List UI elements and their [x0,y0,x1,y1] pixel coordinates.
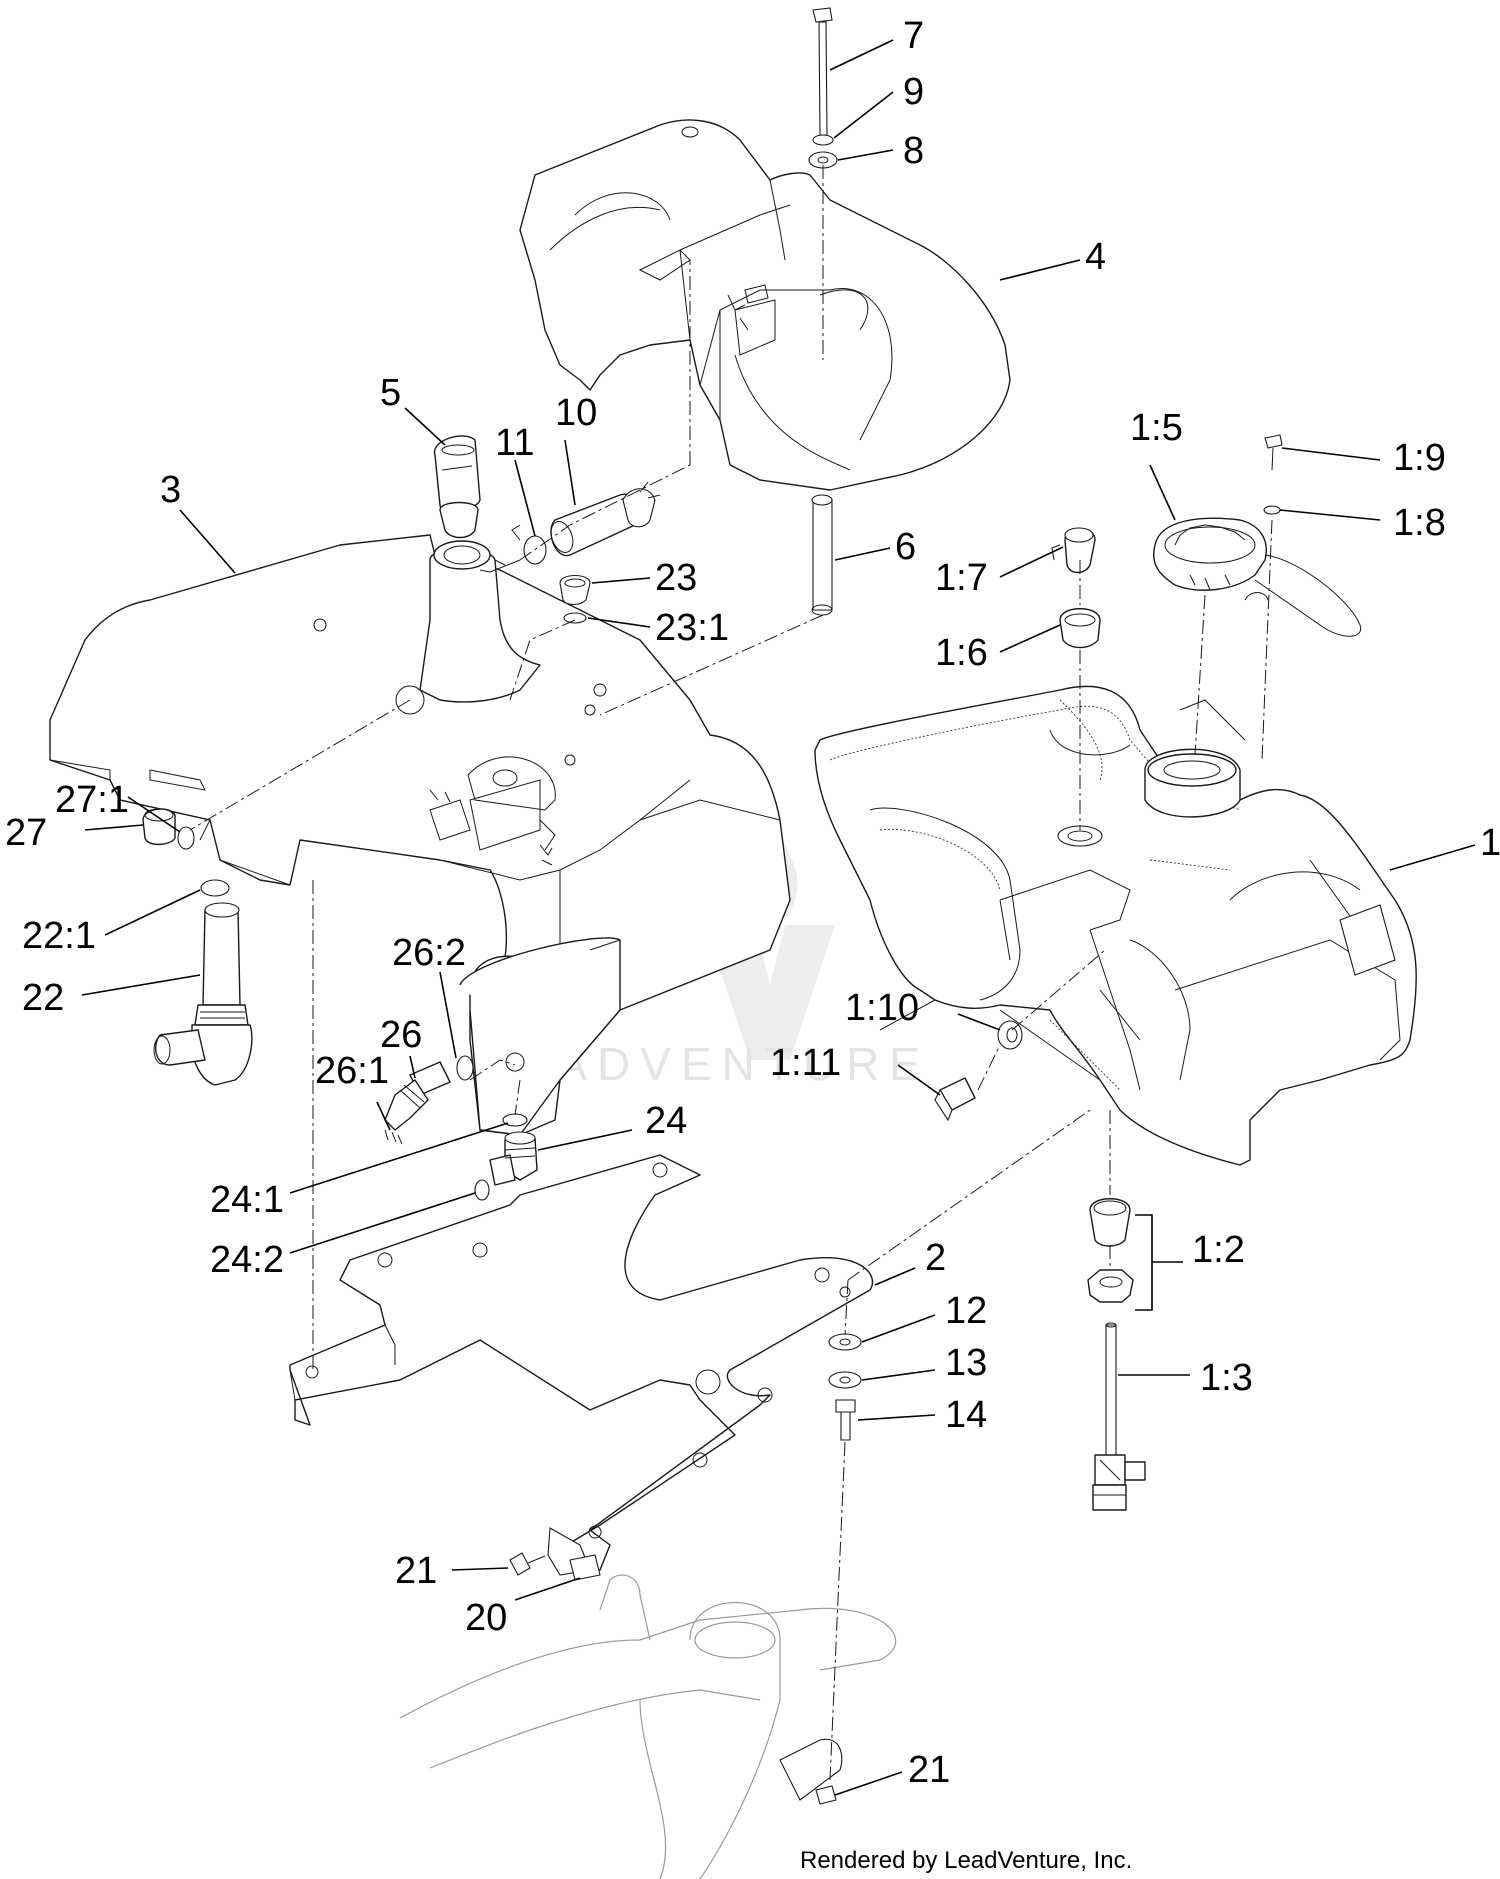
callout-11: 11 [495,422,534,464]
callout-5: 5 [380,372,401,414]
callout-10: 10 [555,392,597,434]
callout-4: 4 [1085,236,1106,278]
callout-26-2: 26:2 [392,932,466,974]
callout-26: 26 [380,1014,422,1056]
callout-1-5: 1:5 [1130,407,1183,449]
o-ring-part-27-1 [177,826,195,850]
clip-part-26-1 [384,1129,403,1145]
callout-6: 6 [895,526,916,568]
callout-12: 12 [945,1290,987,1332]
callout-8: 8 [903,130,924,172]
o-ring-part-24-2 [474,1179,490,1201]
callout-3: 3 [160,469,181,511]
callout-27: 27 [5,812,47,854]
callout-1-11: 1:11 [770,1042,841,1084]
callout-1-7: 1:7 [935,557,988,599]
mower-frame-ghost [399,1574,897,1879]
elbow-fitting-part-26 [384,1061,451,1131]
callout-9: 9 [903,71,924,113]
screw-part-21-lower [815,1785,837,1805]
hose-part-10 [550,481,661,557]
decal-markings [429,294,749,866]
seat-shroud-part-3 [49,534,791,1136]
callout-13: 13 [945,1342,987,1384]
vent-fitting-part-1-7 [1051,527,1096,574]
grommet-part-1-6 [1059,608,1101,649]
grommet-part-23 [559,574,591,606]
bolt-part-7 [812,7,833,136]
washer-part-12 [828,1333,862,1351]
washer-part-9 [812,134,834,146]
o-ring-part-22-1 [200,879,230,897]
assembly-lines [189,165,1273,1781]
nut-part-20 [569,1554,601,1581]
callout-1: 1 [1480,822,1500,864]
callout-24-2: 24:2 [210,1239,284,1281]
plug-part-27 [142,808,176,846]
fuel-cap-part-1-5 [1153,517,1267,591]
render-credit: Rendered by LeadVenture, Inc. [800,1847,1132,1874]
callout-1-3: 1:3 [1200,1357,1253,1399]
cap-part-5 [434,435,481,539]
callout-24: 24 [645,1100,687,1142]
callout-leaders [81,39,1476,1796]
grommet-part-1-10 [997,1020,1023,1050]
callout-labels: 7 9 8 4 5 11 10 3 6 23 23:1 1:5 1:9 1:8 … [5,15,1500,1791]
callout-23: 23 [655,557,697,599]
fitting-part-1-11 [934,1077,976,1122]
callout-14: 14 [945,1394,987,1436]
o-ring-part-23-1 [563,612,587,624]
bolt-part-14 [835,1399,856,1441]
callout-1-2: 1:2 [1192,1229,1245,1271]
callout-26-1: 26:1 [315,1050,389,1092]
callout-24-1: 24:1 [210,1179,284,1221]
mounting-plate-part-2 [289,1154,874,1576]
callout-22: 22 [22,977,64,1019]
cap-tether-part-1-8 [1244,505,1362,637]
fuel-tank-part-1 [814,685,1417,1166]
screw-part-1-9 [1264,434,1283,471]
pickup-tube-part-1-3 [1092,1322,1146,1511]
screw-part-21-upper [509,1552,546,1576]
callout-1-8: 1:8 [1393,502,1446,544]
callout-21-lower: 21 [908,1749,950,1791]
filter-part-22 [153,902,253,1086]
callout-20: 20 [465,1597,507,1639]
callout-7: 7 [903,15,924,57]
bushing-part-1-2 [1087,1198,1134,1303]
o-ring-part-26-2 [456,1055,474,1081]
callout-1-9: 1:9 [1393,437,1446,479]
elbow-part-24 [489,1131,538,1186]
callout-1-6: 1:6 [935,632,988,674]
callout-27-1: 27:1 [55,779,129,821]
callout-22-1: 22:1 [22,915,96,957]
seat-cover-part-4 [519,119,1011,491]
washer-part-13 [828,1371,862,1389]
callout-23-1: 23:1 [655,607,729,649]
callout-1-10: 1:10 [845,987,919,1029]
callout-21-upper: 21 [395,1550,437,1592]
callout-2: 2 [925,1237,946,1279]
spacer-part-6 [811,494,833,616]
